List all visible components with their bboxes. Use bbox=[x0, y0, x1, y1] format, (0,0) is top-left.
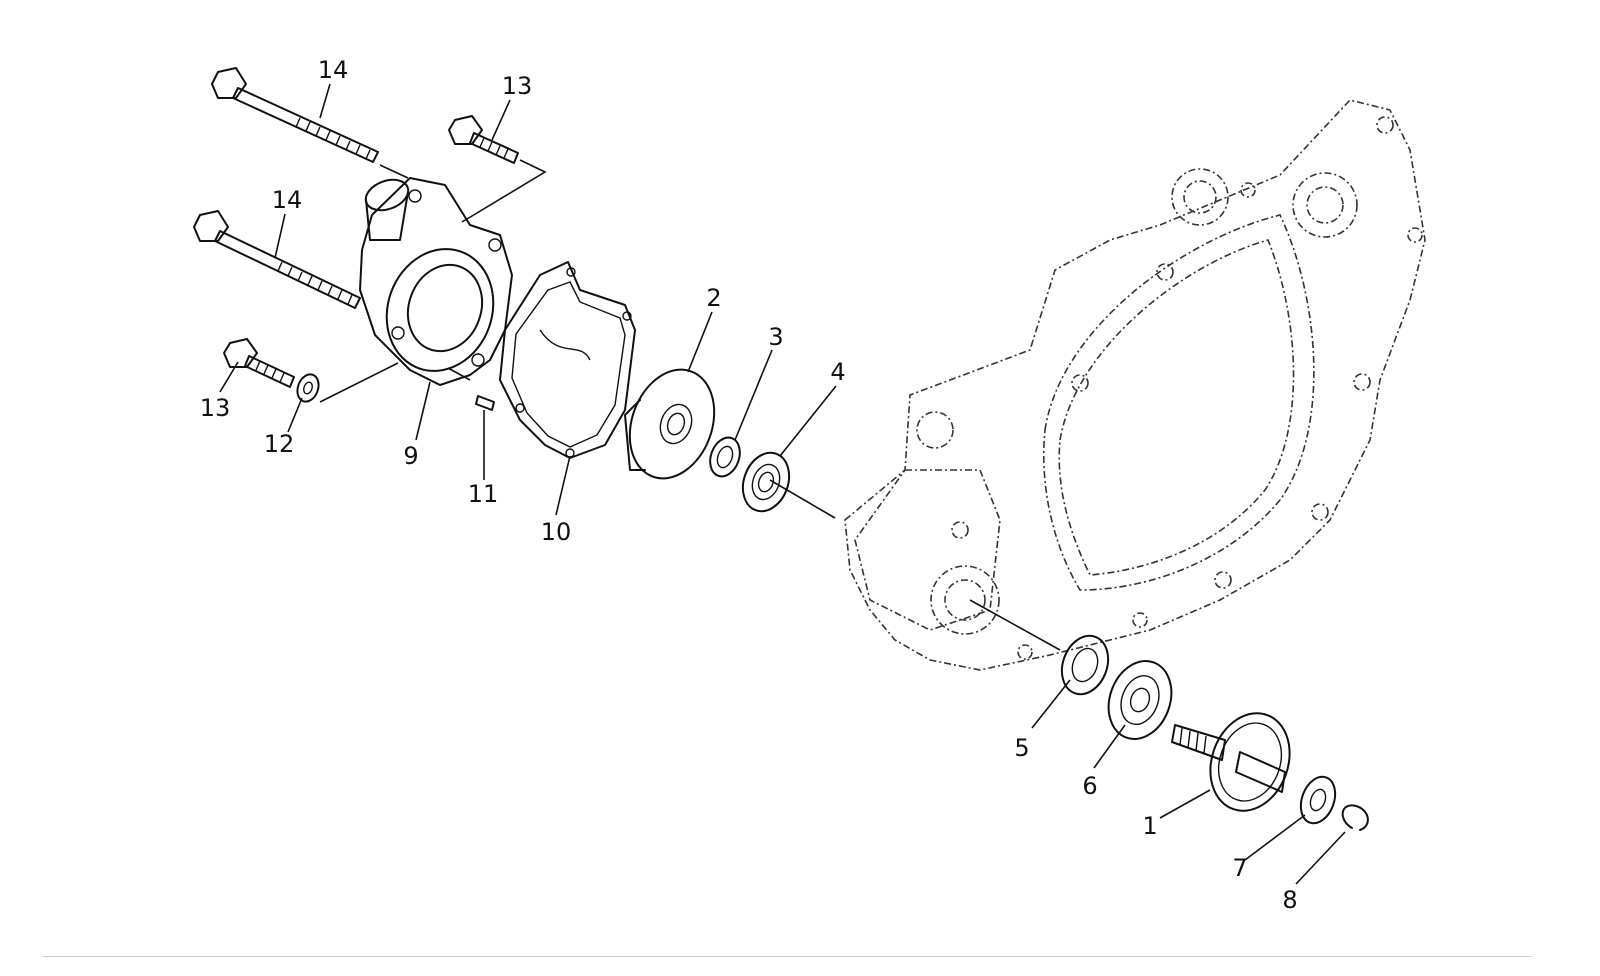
washer-12 bbox=[296, 373, 320, 403]
bearing-6 bbox=[1107, 660, 1173, 740]
washer-7 bbox=[1299, 775, 1337, 825]
gasket bbox=[499, 261, 636, 459]
part-label-7: 7 bbox=[1232, 854, 1247, 882]
dowel-pin-11 bbox=[475, 395, 495, 411]
bearing-5 bbox=[1060, 634, 1110, 696]
bolt-13-upper bbox=[448, 115, 519, 164]
part-label-14: 14 bbox=[318, 56, 349, 84]
seal-3 bbox=[709, 436, 741, 478]
part-label-8: 8 bbox=[1282, 886, 1297, 914]
part-label-13: 13 bbox=[502, 72, 533, 100]
part-label-3: 3 bbox=[768, 323, 783, 351]
bottom-divider bbox=[42, 956, 1532, 957]
part-label-11: 11 bbox=[468, 480, 499, 508]
part-label-10: 10 bbox=[541, 518, 572, 546]
part-label-9: 9 bbox=[403, 442, 418, 470]
assembly-lines bbox=[319, 159, 1061, 651]
bolt-13-lower bbox=[223, 338, 295, 388]
bolt-14-lower bbox=[193, 210, 361, 309]
part-label-12: 12 bbox=[264, 430, 295, 458]
bolt-14-upper bbox=[211, 67, 379, 163]
crankcase-cover bbox=[844, 99, 1426, 671]
part-labels: 14 13 14 13 12 9 11 10 2 3 4 5 6 1 7 8 bbox=[200, 56, 1298, 914]
part-label-2: 2 bbox=[706, 284, 721, 312]
pump-shaft-gear bbox=[1171, 712, 1291, 812]
seal-4 bbox=[741, 451, 791, 513]
impeller bbox=[624, 368, 716, 480]
part-label-6: 6 bbox=[1082, 772, 1097, 800]
label-leaders bbox=[219, 83, 1346, 885]
part-label-13: 13 bbox=[200, 394, 231, 422]
part-label-14: 14 bbox=[272, 186, 303, 214]
part-label-4: 4 bbox=[830, 358, 845, 386]
part-label-1: 1 bbox=[1142, 812, 1157, 840]
pump-cover bbox=[359, 177, 513, 386]
clip-8 bbox=[1341, 804, 1369, 831]
part-label-5: 5 bbox=[1014, 734, 1029, 762]
